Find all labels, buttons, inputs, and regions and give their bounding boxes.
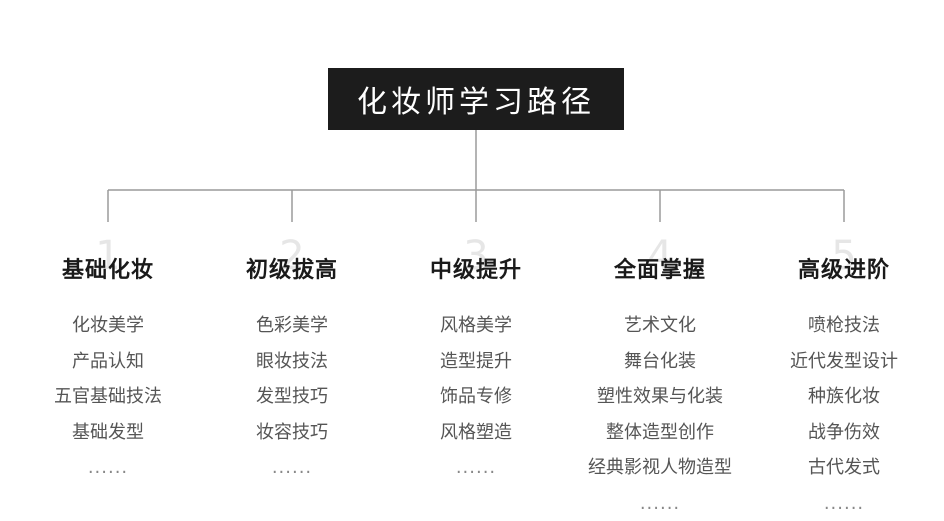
- root-title-box: 化妆师学习路径: [328, 68, 624, 130]
- root-title: 化妆师学习路径: [357, 77, 595, 121]
- topic-item: 风格美学: [381, 308, 571, 344]
- more-ellipsis: ......: [565, 486, 755, 521]
- topic-item: 艺术文化: [565, 308, 755, 344]
- topic-list: 化妆美学 产品认知 五官基础技法 基础发型 ......: [13, 308, 203, 486]
- topic-item: 饰品专修: [381, 379, 571, 415]
- step-title: 初级拔高: [197, 258, 387, 284]
- topic-item: 经典影视人物造型: [565, 450, 755, 486]
- topic-item: 眼妆技法: [197, 344, 387, 380]
- more-ellipsis: ......: [749, 486, 939, 521]
- column-intermediate-upgrade: 3 中级提升 风格美学 造型提升 饰品专修 风格塑造 ......: [381, 236, 571, 292]
- step-header: 1 基础化妆: [13, 236, 203, 292]
- column-full-mastery: 4 全面掌握 艺术文化 舞台化装 塑性效果与化装 整体造型创作 经典影视人物造型…: [565, 236, 755, 292]
- topic-item: 近代发型设计: [749, 344, 939, 380]
- topic-item: 产品认知: [13, 344, 203, 380]
- more-ellipsis: ......: [13, 450, 203, 486]
- topic-item: 整体造型创作: [565, 415, 755, 451]
- topic-item: 造型提升: [381, 344, 571, 380]
- step-header: 2 初级拔高: [197, 236, 387, 292]
- topic-item: 基础发型: [13, 415, 203, 451]
- topic-item: 化妆美学: [13, 308, 203, 344]
- topic-list: 喷枪技法 近代发型设计 种族化妆 战争伤效 古代发式 ......: [749, 308, 939, 521]
- topic-item: 塑性效果与化装: [565, 379, 755, 415]
- topic-item: 舞台化装: [565, 344, 755, 380]
- topic-list: 色彩美学 眼妆技法 发型技巧 妆容技巧 ......: [197, 308, 387, 486]
- topic-item: 色彩美学: [197, 308, 387, 344]
- step-title: 高级进阶: [749, 258, 939, 284]
- topic-item: 战争伤效: [749, 415, 939, 451]
- step-title: 基础化妆: [13, 258, 203, 284]
- topic-item: 五官基础技法: [13, 379, 203, 415]
- column-advanced-level: 5 高级进阶 喷枪技法 近代发型设计 种族化妆 战争伤效 古代发式 ......: [749, 236, 939, 292]
- topic-list: 艺术文化 舞台化装 塑性效果与化装 整体造型创作 经典影视人物造型 ......: [565, 308, 755, 521]
- more-ellipsis: ......: [381, 450, 571, 486]
- step-header: 4 全面掌握: [565, 236, 755, 292]
- step-title: 全面掌握: [565, 258, 755, 284]
- topic-item: 喷枪技法: [749, 308, 939, 344]
- topic-item: 种族化妆: [749, 379, 939, 415]
- topic-list: 风格美学 造型提升 饰品专修 风格塑造 ......: [381, 308, 571, 486]
- column-basic-makeup: 1 基础化妆 化妆美学 产品认知 五官基础技法 基础发型 ......: [13, 236, 203, 292]
- topic-item: 妆容技巧: [197, 415, 387, 451]
- step-header: 3 中级提升: [381, 236, 571, 292]
- more-ellipsis: ......: [197, 450, 387, 486]
- column-junior-advance: 2 初级拔高 色彩美学 眼妆技法 发型技巧 妆容技巧 ......: [197, 236, 387, 292]
- step-title: 中级提升: [381, 258, 571, 284]
- topic-item: 古代发式: [749, 450, 939, 486]
- step-header: 5 高级进阶: [749, 236, 939, 292]
- topic-item: 发型技巧: [197, 379, 387, 415]
- topic-item: 风格塑造: [381, 415, 571, 451]
